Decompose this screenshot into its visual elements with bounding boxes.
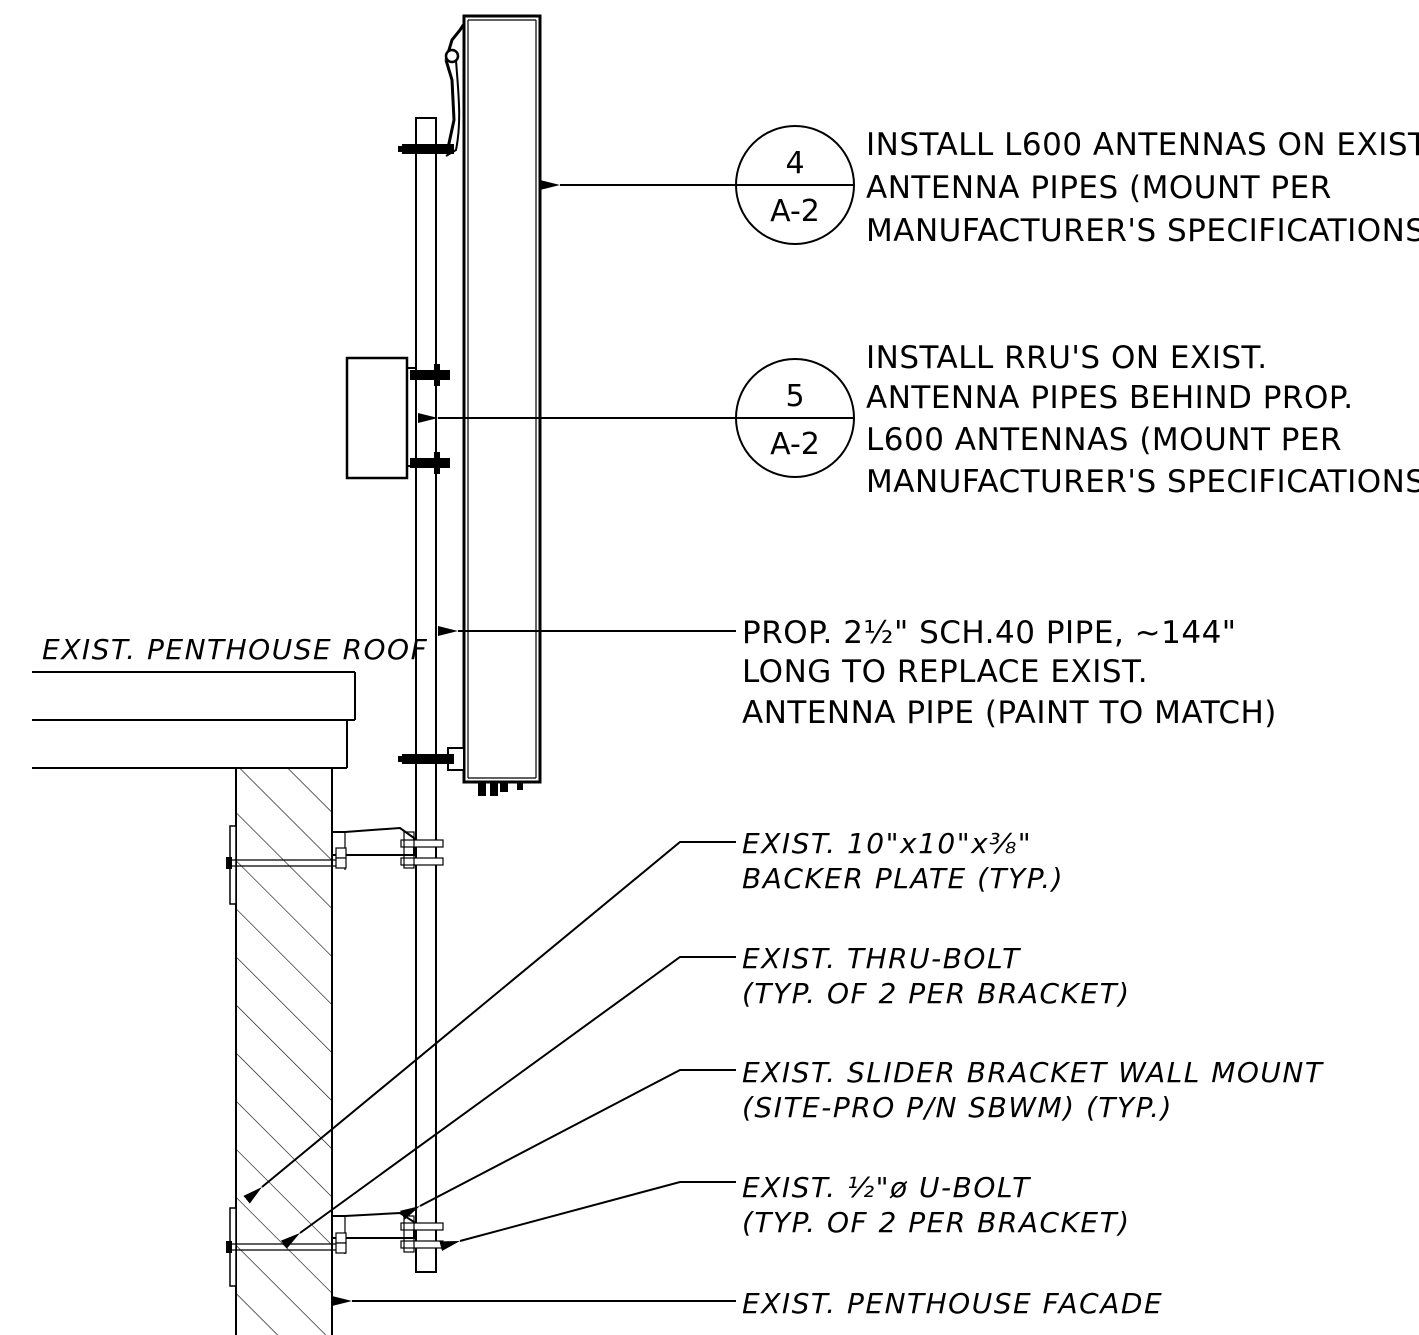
note-line: ANTENNA PIPES (MOUNT PER bbox=[866, 170, 1332, 206]
leader-lines bbox=[243, 180, 736, 1306]
note-line: EXIST. THRU-BOLT bbox=[742, 942, 1021, 975]
bubble-top-number: 5 bbox=[785, 379, 804, 414]
detail-bubble-5-a2[interactable]: 5 A-2 bbox=[735, 358, 855, 478]
note-line: (TYP. OF 2 PER BRACKET) bbox=[742, 1206, 1131, 1239]
facade-label: EXIST. PENTHOUSE FACADE bbox=[742, 1287, 1163, 1320]
roof-label: EXIST. PENTHOUSE ROOF bbox=[42, 633, 428, 666]
note-line: LONG TO REPLACE EXIST. bbox=[742, 654, 1148, 690]
note-u-bolt: EXIST. ½"ø U-BOLT (TYP. OF 2 PER BRACKET… bbox=[742, 1171, 1131, 1239]
note-rru: INSTALL RRU'S ON EXIST. ANTENNA PIPES BE… bbox=[866, 340, 1419, 500]
slider-bracket-wall-mount bbox=[332, 826, 415, 1254]
note-line: EXIST. SLIDER BRACKET WALL MOUNT bbox=[742, 1056, 1324, 1089]
note-line: ANTENNA PIPES BEHIND PROP. bbox=[866, 380, 1354, 416]
note-line: ANTENNA PIPE (PAINT TO MATCH) bbox=[742, 695, 1277, 731]
note-pipe: PROP. 2½" SCH.40 PIPE, ~144" LONG TO REP… bbox=[742, 615, 1277, 731]
antenna-pipe bbox=[415, 117, 437, 1273]
bubble-top-number: 4 bbox=[785, 146, 804, 181]
l600-antenna bbox=[462, 14, 542, 796]
note-slider-bracket: EXIST. SLIDER BRACKET WALL MOUNT (SITE-P… bbox=[742, 1056, 1324, 1124]
note-line: EXIST. ½"ø U-BOLT bbox=[742, 1171, 1031, 1204]
note-line: INSTALL L600 ANTENNAS ON EXIST. bbox=[866, 127, 1419, 163]
bubble-sheet-ref: A-2 bbox=[770, 427, 820, 462]
note-backer-plate: EXIST. 10"x10"x⅜" BACKER PLATE (TYP.) bbox=[742, 827, 1064, 895]
note-line: MANUFACTURER'S SPECIFICATIONS) bbox=[866, 464, 1419, 500]
note-line: MANUFACTURER'S SPECIFICATIONS) bbox=[866, 213, 1419, 249]
detail-bubble-4-a2[interactable]: 4 A-2 bbox=[735, 125, 855, 245]
note-line: PROP. 2½" SCH.40 PIPE, ~144" bbox=[742, 615, 1237, 651]
note-antennas: INSTALL L600 ANTENNAS ON EXIST. ANTENNA … bbox=[866, 127, 1419, 249]
bubble-sheet-ref: A-2 bbox=[770, 194, 820, 229]
note-line: BACKER PLATE (TYP.) bbox=[742, 862, 1064, 895]
note-line: (TYP. OF 2 PER BRACKET) bbox=[742, 977, 1131, 1010]
rru-unit bbox=[345, 356, 450, 480]
penthouse-roof bbox=[32, 671, 356, 769]
antenna-bottom-bracket bbox=[398, 747, 465, 771]
note-line: L600 ANTENNAS (MOUNT PER bbox=[866, 422, 1342, 458]
antenna-top-bracket bbox=[398, 23, 466, 157]
note-line: INSTALL RRU'S ON EXIST. bbox=[866, 340, 1268, 376]
note-line: (SITE-PRO P/N SBWM) (TYP.) bbox=[742, 1091, 1173, 1124]
note-line: EXIST. 10"x10"x⅜" bbox=[742, 827, 1032, 860]
note-thru-bolt: EXIST. THRU-BOLT (TYP. OF 2 PER BRACKET) bbox=[742, 942, 1131, 1010]
